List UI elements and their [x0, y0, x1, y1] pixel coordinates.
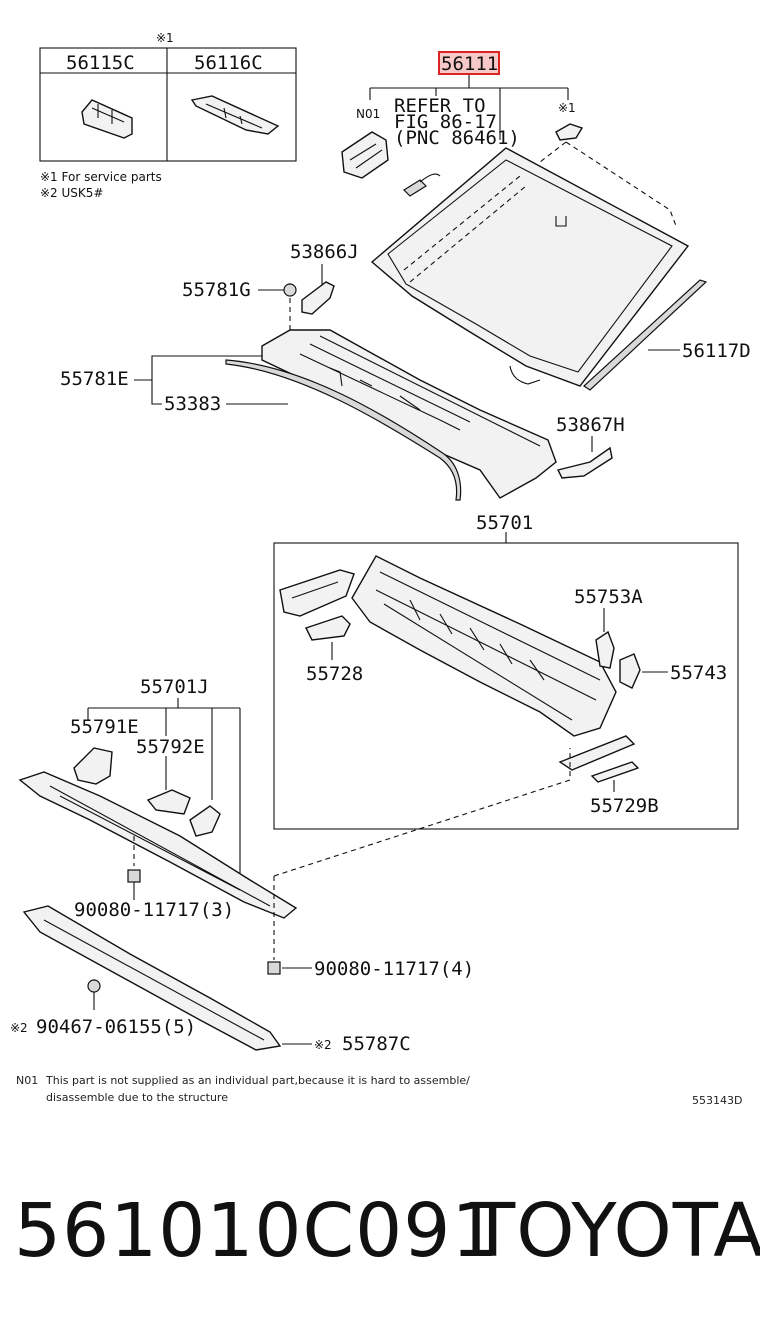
cowl-group: 53866J 55781G 55781E 53383 53867H: [60, 241, 625, 501]
caption-part-number: 561010C091: [14, 1188, 499, 1274]
label-56115c[interactable]: 56115C: [66, 52, 135, 74]
clip-55781g: [283, 283, 297, 297]
bracket-55743: [619, 653, 641, 689]
service-note-2: ※2 USK5#: [40, 186, 103, 200]
bracket-55791e: [73, 747, 113, 785]
windshield-group: 56111 N01 REFER TO FIG 86-17 (PNC 86461)…: [341, 51, 751, 391]
bracket-left-upper: [279, 569, 355, 617]
service-note-1: ※1 For service parts: [40, 170, 162, 184]
service-mark: ※1: [156, 31, 174, 45]
cover-53867h: [556, 446, 613, 479]
part-53866j-shape: [301, 281, 335, 315]
pad-part: [555, 123, 584, 141]
label-55701[interactable]: 55701: [476, 512, 533, 534]
service-parts-box: ※1 56115C 56116C ※1 For service parts ※2…: [39, 31, 297, 200]
panel-group: 55701 55728 55753A 55743 55729B: [273, 512, 739, 830]
label-53383[interactable]: 53383: [164, 393, 221, 415]
seal-53383: [225, 359, 462, 501]
bracket-55729b-lower: [590, 761, 640, 783]
bracket-55729b-upper: [558, 735, 636, 771]
sensor-bracket: [341, 131, 389, 179]
lower-group: 55701J 55791E 55792E 90080-11717(3) 9008…: [10, 676, 571, 1055]
refer-line-1[interactable]: REFER TO: [394, 95, 486, 117]
footer-n01-line2: disassemble due to the structure: [46, 1091, 228, 1104]
part-56115c-shape: [81, 99, 133, 139]
refer-line-2[interactable]: FIG 86-17: [394, 111, 497, 133]
highlight-56111: [438, 51, 500, 75]
label-bolt-b[interactable]: 90080-11717(4): [314, 958, 474, 980]
bracket-55792e: [146, 789, 191, 815]
label-53867h[interactable]: 53867H: [556, 414, 625, 436]
label-clip[interactable]: 90467-06155(5): [36, 1016, 196, 1038]
label-55791e[interactable]: 55791E: [70, 716, 139, 738]
bracket-55728: [305, 615, 351, 641]
footer-n01-code: N01: [16, 1074, 38, 1087]
label-56111[interactable]: 56111: [441, 53, 498, 75]
label-bolt-a[interactable]: 90080-11717(3): [74, 899, 234, 921]
figure-code: 553143D: [692, 1094, 742, 1107]
bracket-small: [189, 805, 221, 837]
clip-90467: [87, 979, 101, 993]
label-55781g[interactable]: 55781G: [182, 279, 251, 301]
label-56117d[interactable]: 56117D: [682, 340, 751, 362]
mark-2b: ※2: [314, 1038, 332, 1052]
label-55728[interactable]: 55728: [306, 663, 363, 685]
part-56116c-shape: [190, 95, 280, 135]
label-55792e[interactable]: 55792E: [136, 736, 205, 758]
mark-2a: ※2: [10, 1021, 28, 1035]
panel-box: [273, 542, 739, 830]
label-53866j[interactable]: 53866J: [290, 241, 359, 263]
mark-1-windshield: ※1: [558, 101, 576, 115]
connector: [403, 179, 427, 197]
label-n01: N01: [356, 107, 380, 121]
label-55787c[interactable]: 55787C: [342, 1033, 411, 1055]
windshield-glass: [370, 147, 690, 387]
label-55701j[interactable]: 55701J: [140, 676, 209, 698]
refer-line-3[interactable]: (PNC 86461): [394, 127, 520, 149]
bolt-1: [127, 869, 141, 883]
panel-55701-shape: [351, 555, 617, 737]
label-55753a[interactable]: 55753A: [574, 586, 643, 608]
label-55729b[interactable]: 55729B: [590, 795, 659, 817]
molding-56117d: [583, 279, 708, 391]
label-55781e[interactable]: 55781E: [60, 368, 129, 390]
bracket-55753a: [595, 630, 615, 669]
caption: 561010C091 TOYOTA: [14, 1188, 760, 1274]
label-56116c[interactable]: 56116C: [194, 52, 263, 74]
caption-brand: TOYOTA: [469, 1188, 760, 1274]
label-55743[interactable]: 55743: [670, 662, 727, 684]
footer-n01-line1: This part is not supplied as an individu…: [45, 1074, 470, 1087]
bolt-2: [267, 961, 281, 975]
footer-notes: N01 This part is not supplied as an indi…: [16, 1074, 742, 1107]
